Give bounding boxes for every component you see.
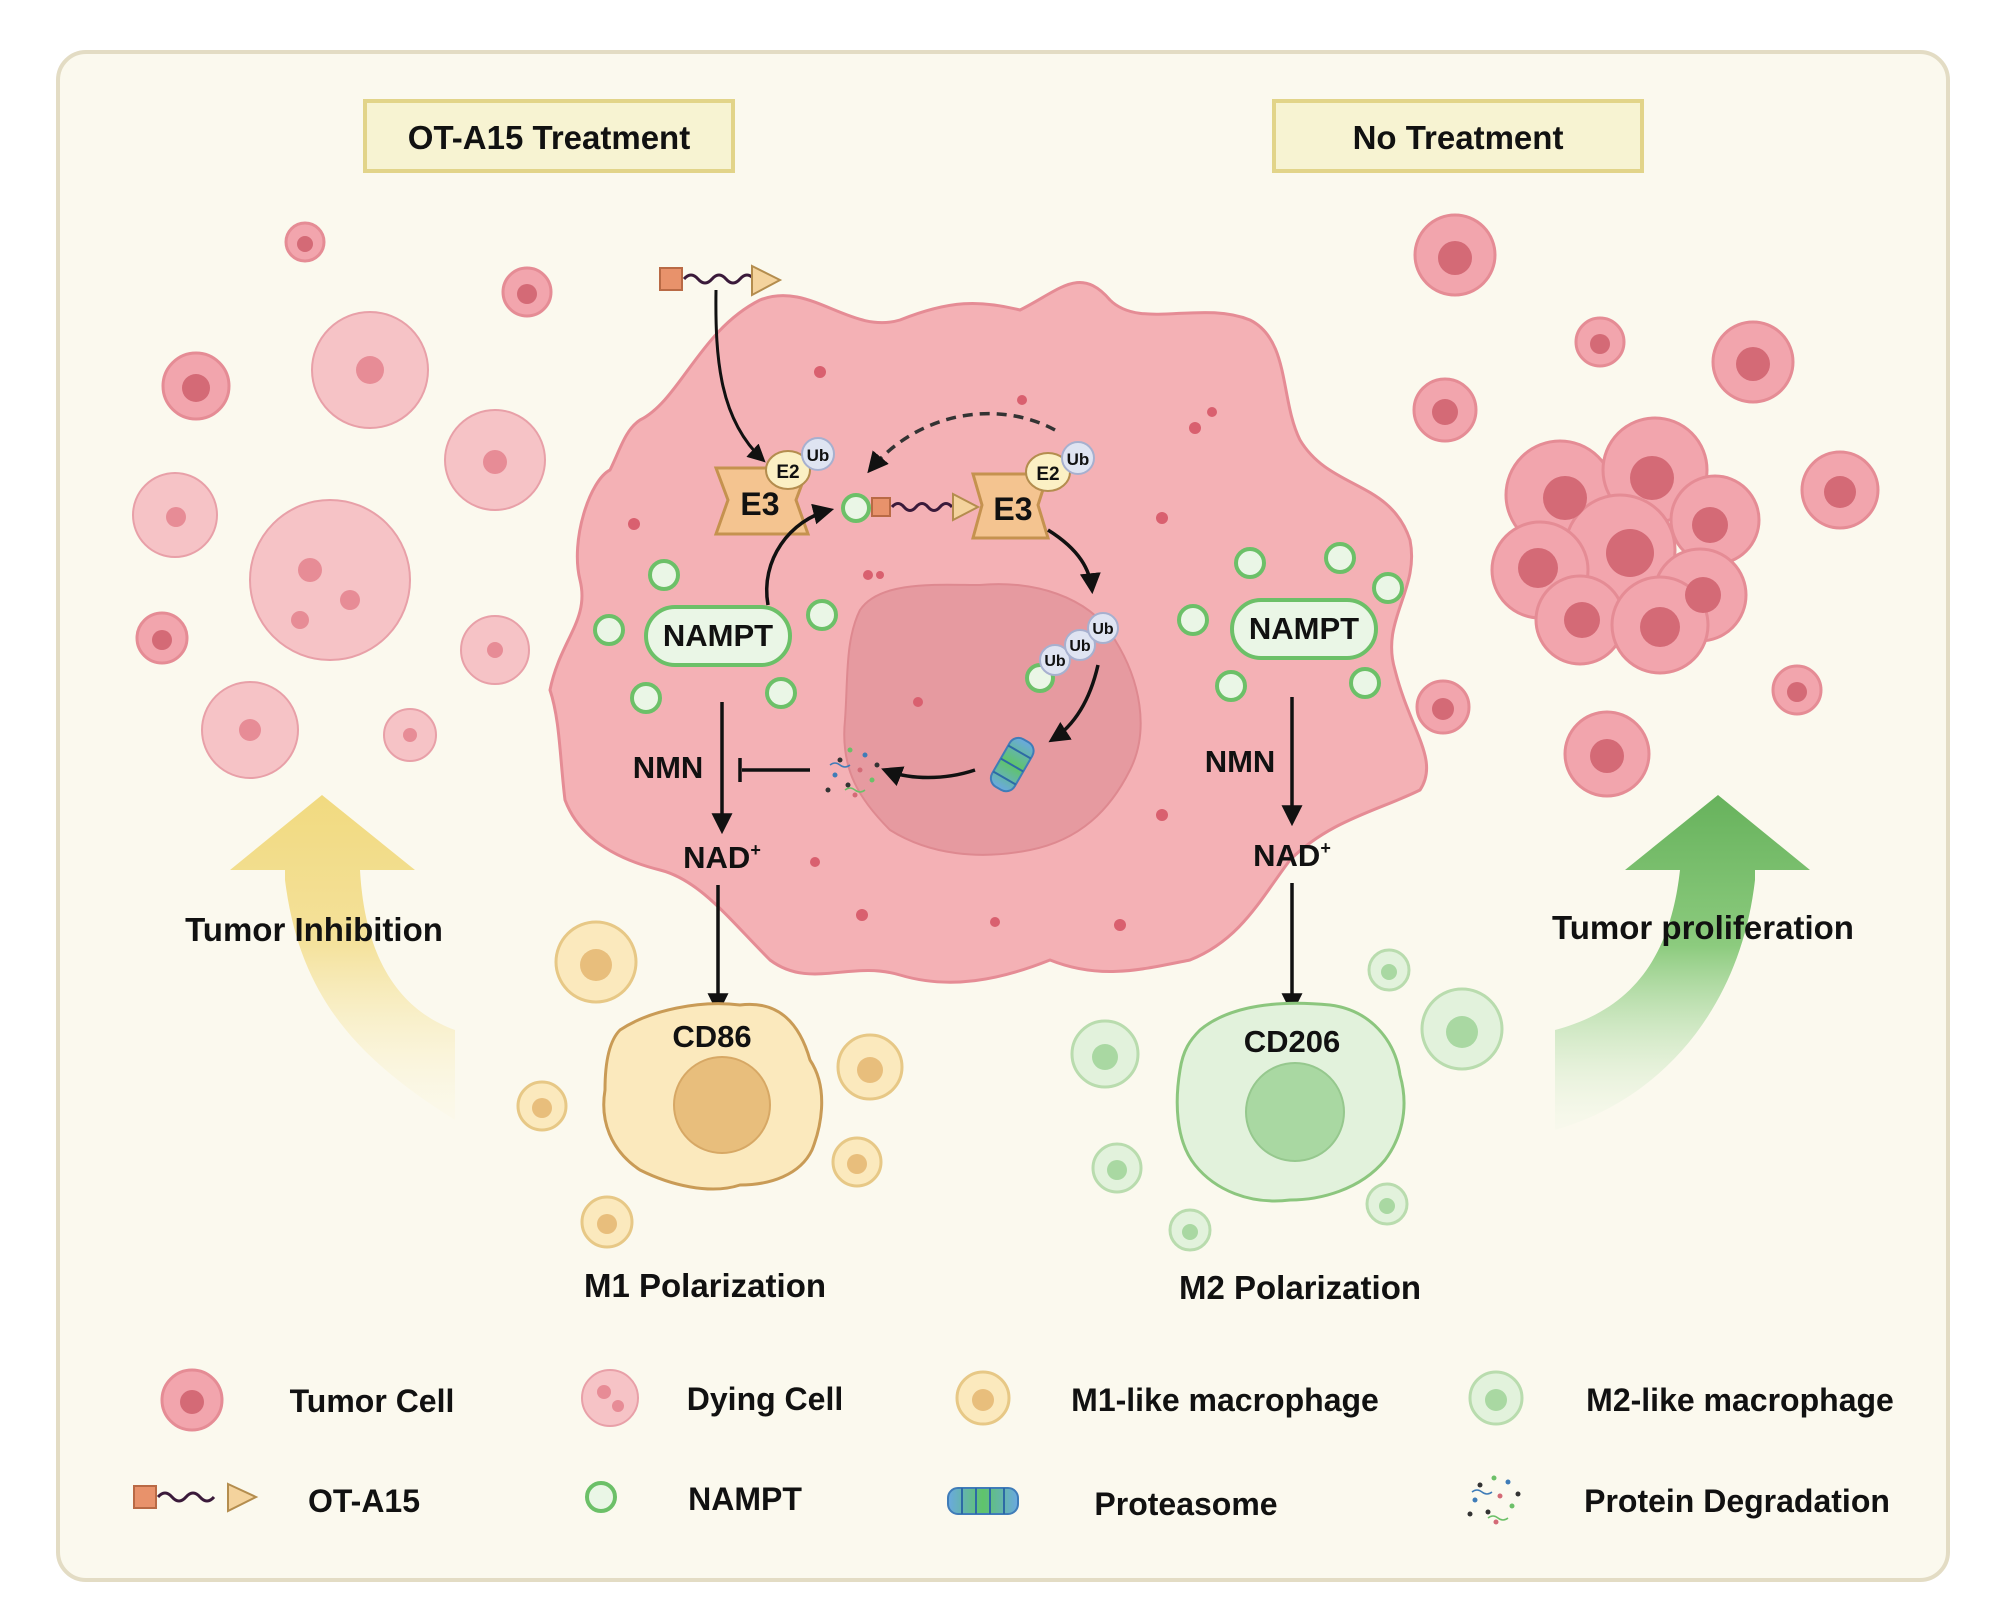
tumor-cells-left (135, 221, 553, 665)
svg-text:Ub: Ub (1067, 450, 1090, 469)
ternary-complex: E3 E2 Ub (841, 441, 1095, 540)
svg-text:Ub: Ub (1069, 638, 1091, 655)
right-nad-label: NAD+ (1253, 838, 1331, 873)
tumor-inhibition-arrow (230, 795, 455, 1120)
tumor-proliferation-label: Tumor proliferation (1552, 909, 1854, 946)
nampt-left-dots (593, 559, 838, 714)
legend-dying-cell-label: Dying Cell (687, 1381, 843, 1417)
svg-text:Ub: Ub (1044, 653, 1066, 670)
svg-text:E2: E2 (1036, 464, 1059, 485)
left-title-box (363, 99, 735, 173)
nampt-right-dots (1177, 542, 1404, 702)
nampt-icon (585, 1481, 617, 1513)
nampt-left-label: NAMPT (663, 618, 773, 653)
legend-proteasome: Proteasome (947, 1486, 1278, 1522)
m1-macrophages (516, 920, 904, 1249)
svg-text:E2: E2 (776, 462, 799, 483)
legend-dying-cell: Dying Cell (581, 1369, 843, 1427)
legend-m1: M1-like macrophage (955, 1370, 1379, 1426)
cd86-label: CD86 (672, 1019, 751, 1054)
m2-macrophages (1070, 948, 1504, 1252)
legend-nampt-label: NAMPT (688, 1481, 802, 1517)
legend-ot-a15-label: OT-A15 (308, 1483, 420, 1519)
tumor-cluster-right-cores (1518, 456, 1728, 647)
right-title: No Treatment (1353, 119, 1564, 156)
m1-polarization-label: M1 Polarization (584, 1267, 826, 1304)
proteasome-icon (947, 1487, 1019, 1515)
legend-tumor-cell-label: Tumor Cell (290, 1383, 455, 1419)
ot-a15-icon (133, 1482, 259, 1513)
legend-degradation: Protein Degradation (1467, 1475, 1890, 1525)
legend-m2: M2-like macrophage (1468, 1370, 1894, 1426)
nampt-right-label: NAMPT (1249, 611, 1359, 646)
nampt-right-box (1230, 598, 1378, 660)
cd206-label: CD206 (1244, 1024, 1341, 1059)
e3-left: E3 E2 Ub (713, 437, 835, 536)
legend-proteasome-label: Proteasome (1094, 1486, 1277, 1522)
proteasome-to-degradation-arrow (881, 766, 976, 786)
legend-nampt: NAMPT (585, 1481, 802, 1517)
svg-text:Ub: Ub (807, 446, 830, 465)
m2-polarization-label: M2 Polarization (1179, 1269, 1421, 1306)
cytoplasm-dots (628, 366, 1217, 931)
m2-nucleus (1245, 1062, 1345, 1162)
ot-a15-molecule (659, 264, 783, 297)
svg-text:E3: E3 (993, 491, 1032, 527)
ot-a15-arrow (714, 289, 766, 463)
proteasome (989, 736, 1035, 793)
legend-degradation-label: Protein Degradation (1584, 1483, 1890, 1519)
tumor-cells-right (1412, 213, 1880, 798)
right-title-box (1272, 99, 1644, 173)
right-nmn-label: NMN (1205, 744, 1276, 779)
ub-to-proteasome-arrow (1048, 664, 1100, 743)
legend-ot-a15: OT-A15 (133, 1482, 420, 1519)
left-nmn-label: NMN (633, 750, 704, 785)
tumor-proliferation-arrow (1555, 795, 1810, 1130)
svg-text:Ub: Ub (1092, 621, 1114, 638)
dying-cells-left-dots (166, 356, 507, 742)
legend-tumor-cell: Tumor Cell (160, 1368, 455, 1432)
legend-m2-label: M2-like macrophage (1586, 1382, 1894, 1418)
svg-text:E3: E3 (740, 486, 779, 522)
protein-degradation (825, 747, 880, 798)
left-title: OT-A15 Treatment (408, 119, 690, 156)
recycle-dashed-arrow (867, 411, 1056, 474)
nampt-to-ternary-arrow (765, 503, 835, 606)
nampt-left-box (644, 605, 792, 667)
tumor-inhibition-label: Tumor Inhibition (185, 911, 443, 948)
dying-cell-icon (581, 1369, 639, 1427)
complex-to-ub-arrow (1047, 528, 1101, 595)
protein-degradation-icon (1467, 1475, 1521, 1525)
legend-m1-label: M1-like macrophage (1071, 1382, 1379, 1418)
m1-nucleus (673, 1056, 771, 1154)
left-nad-label: NAD+ (683, 840, 761, 875)
ubiquitinated-nampt: Ub Ub Ub (1025, 612, 1119, 693)
